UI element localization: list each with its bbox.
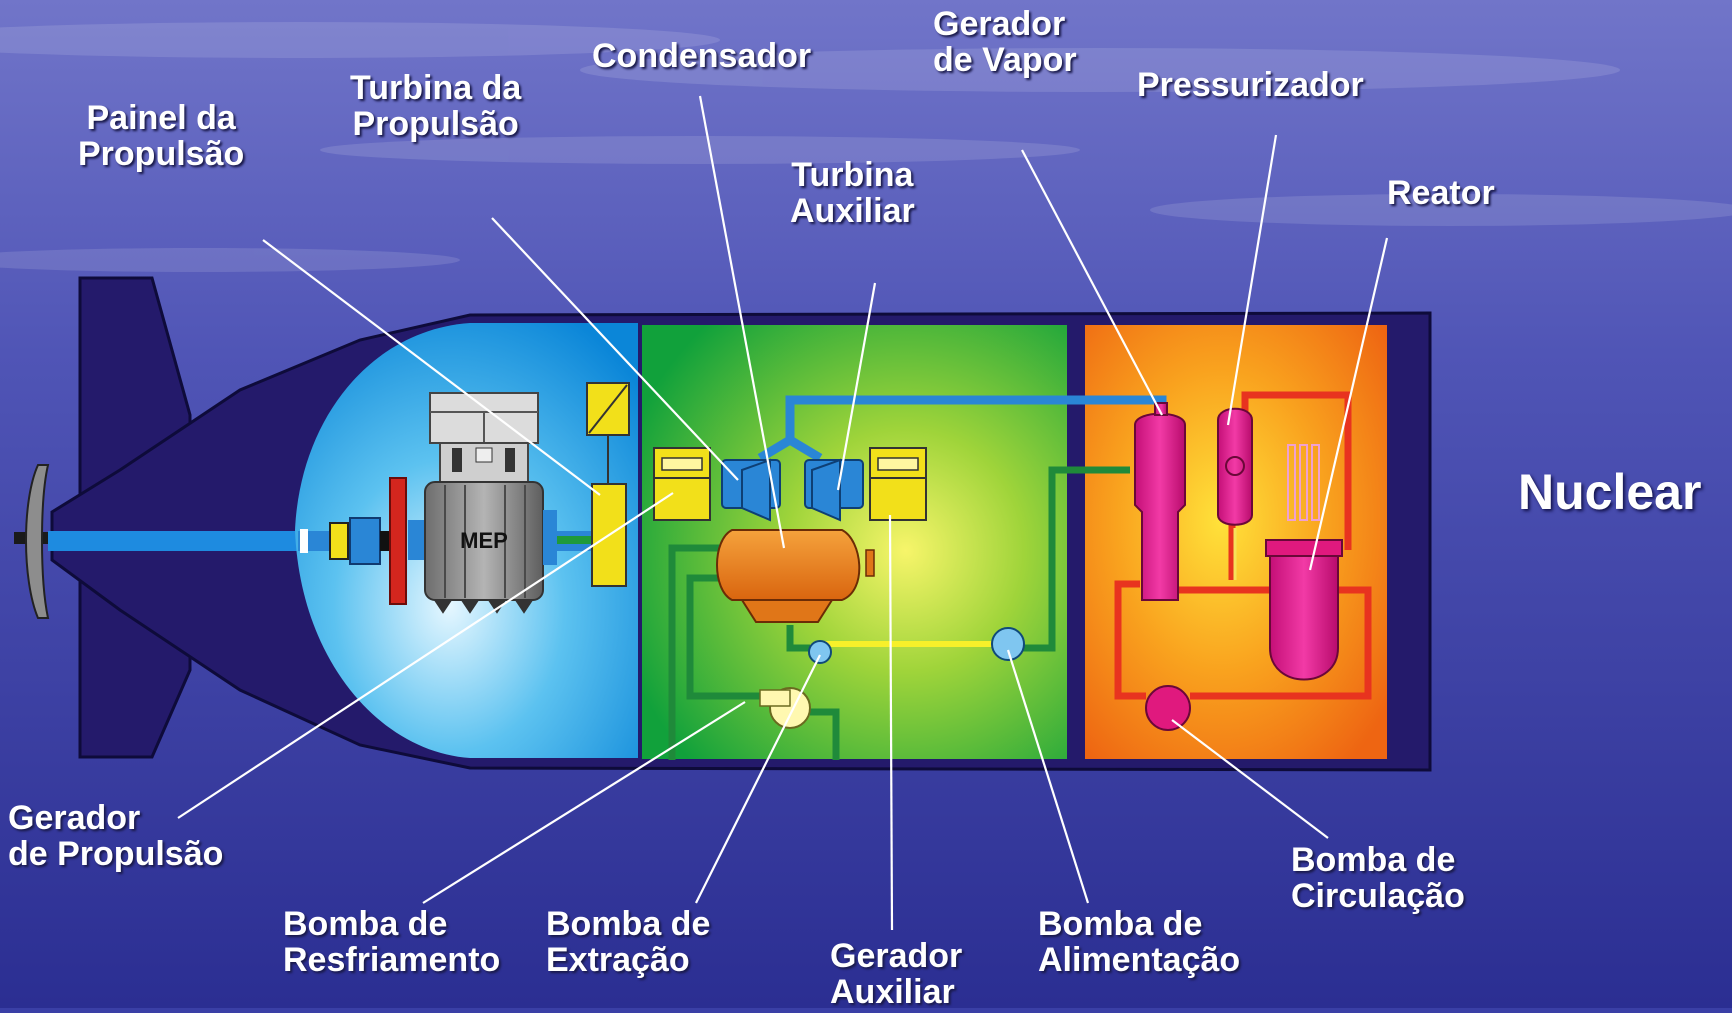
label-bomba-alimentacao: Bomba de Alimentação (1038, 905, 1241, 979)
leader-gerador-vapor (1021, 149, 1163, 416)
leader-bomba-circulacao (1171, 719, 1329, 839)
primary-piping (1114, 391, 1372, 700)
label-condensador: Condensador (592, 37, 812, 75)
turbine-generators (653, 447, 927, 521)
leader-bomba-resfriamento (422, 701, 746, 904)
leader-pressurizador (1226, 134, 1278, 426)
label-reator: Reator (1387, 174, 1495, 212)
reactor-vessel (1265, 444, 1343, 681)
turbines (721, 458, 864, 522)
pressurizer (1217, 407, 1253, 580)
leader-turbina-propulsao (491, 217, 739, 481)
label-painel-propulsao: Painel da Propulsão (78, 99, 245, 173)
label-bomba-circulacao: Bomba de Circulação (1291, 841, 1465, 915)
label-gerador-vapor: Gerador de Vapor (933, 5, 1077, 79)
leader-turbina-auxiliar (836, 282, 877, 491)
leader-bomba-extracao (695, 654, 821, 904)
leader-gerador-auxiliar (888, 514, 894, 931)
mep-label: MEP (460, 528, 508, 553)
label-bomba-resfriamento: Bomba de Resfriamento (283, 905, 501, 979)
propulsion-panel (586, 382, 630, 587)
leader-bomba-alimentacao (1006, 649, 1090, 904)
water-piping (668, 466, 1130, 760)
condenser (716, 529, 875, 623)
pumps (759, 627, 1191, 731)
leader-condensador (698, 95, 786, 549)
label-gerador-propulsao: Gerador de Propulsão (8, 799, 224, 873)
propeller-shaft (48, 531, 298, 551)
label-pressurizador: Pressurizador (1137, 66, 1364, 104)
label-bomba-extracao: Bomba de Extração (546, 905, 711, 979)
steam-generator (1134, 402, 1186, 601)
label-turbina-auxiliar: Turbina Auxiliar (790, 156, 915, 230)
title-nuclear: Nuclear (1518, 464, 1702, 520)
leader-reator (1308, 237, 1389, 571)
label-turbina-propulsao: Turbina da Propulsão (350, 69, 522, 143)
propeller (14, 464, 50, 619)
leader-lines (177, 95, 1389, 931)
label-gerador-auxiliar: Gerador Auxiliar (830, 937, 963, 1011)
cloud-streaks (0, 22, 1732, 272)
propulsion-generator (389, 477, 407, 605)
leader-gerador-propulsao (177, 492, 674, 819)
leader-painel (262, 239, 601, 496)
